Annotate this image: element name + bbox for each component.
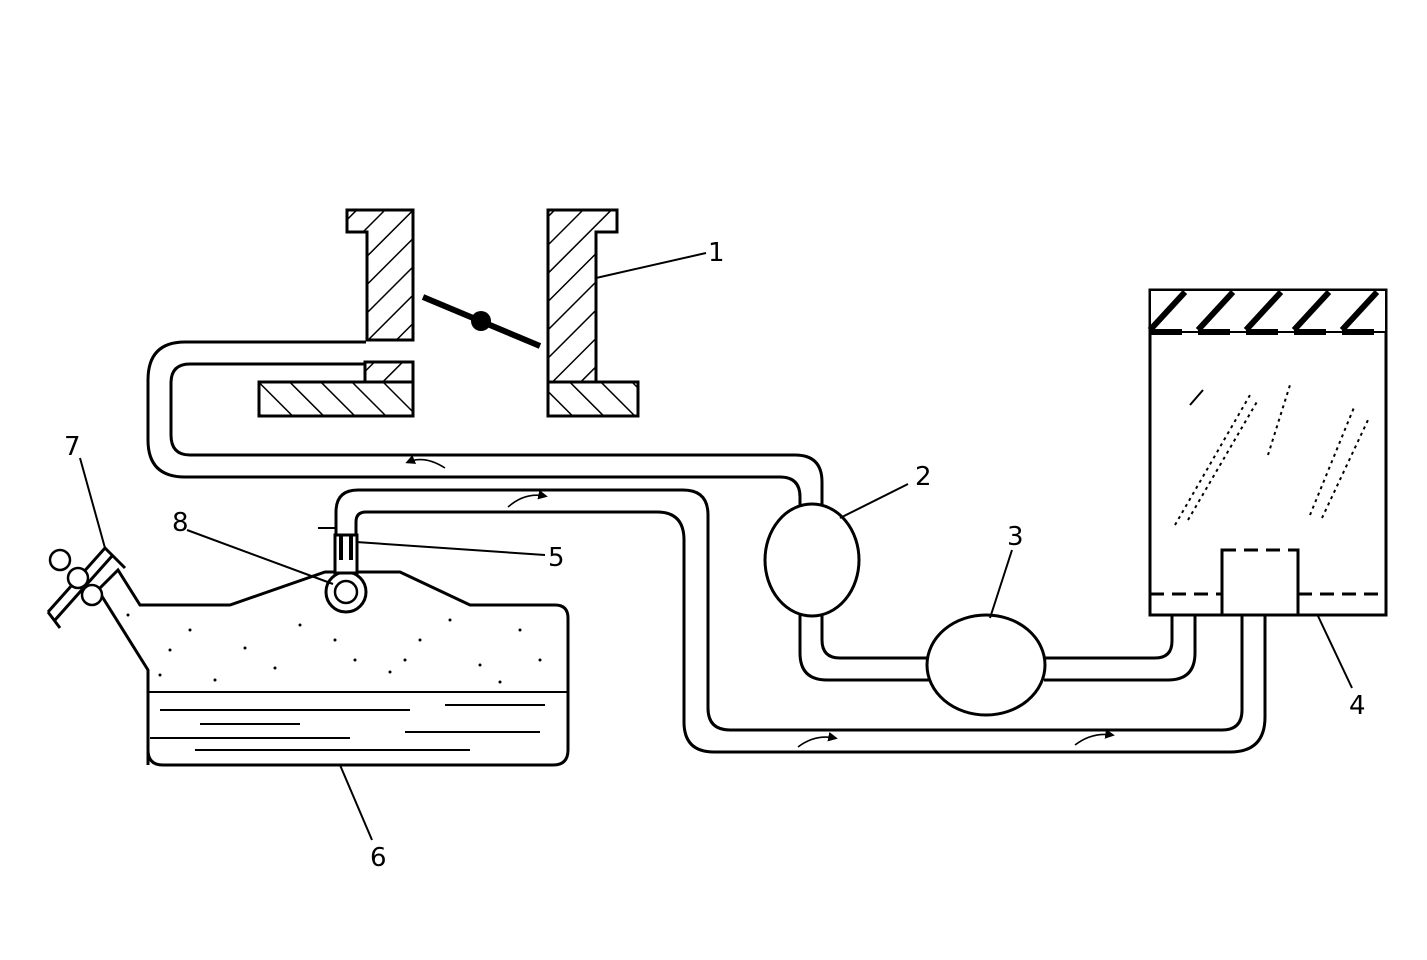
valve-link-hose [798,615,930,682]
callout-6: 6 [370,843,387,873]
callout-3: 3 [1007,522,1024,552]
flow-arrow-icon [1074,729,1115,746]
callout-2: 2 [915,462,932,492]
callout-5: 5 [548,543,565,573]
throttle-left-flange [257,380,415,418]
purge-valve [763,502,861,618]
flow-arrow-icon [507,489,548,508]
vapor-hose [334,488,1267,754]
canister-feed-hose [1044,615,1197,682]
flow-arrows [405,455,1115,748]
throttle-right-flange [546,380,640,418]
filler-cap-icon [46,545,127,629]
evap-canister [1147,288,1388,617]
throttle-left-wall [345,208,415,342]
callout-labels: 1 2 3 4 5 6 7 8 [64,238,1366,873]
flow-arrow-icon [405,455,446,469]
restrictor [318,527,359,575]
leader-lines [79,252,1353,841]
purge-hose [146,340,824,508]
throttle-left-port [363,360,415,384]
butterfly-valve-icon [421,294,542,349]
throttle-right-wall [546,208,619,384]
vent-valve [925,613,1047,717]
rollover-valve [324,570,368,614]
vapor-dots [126,613,542,684]
throttle-body [257,208,640,418]
fuel-tank [96,567,570,767]
callout-8: 8 [172,508,189,538]
callout-4: 4 [1349,691,1366,721]
flow-arrow-icon [797,731,838,748]
callout-7: 7 [64,432,81,462]
callout-1: 1 [708,238,725,268]
